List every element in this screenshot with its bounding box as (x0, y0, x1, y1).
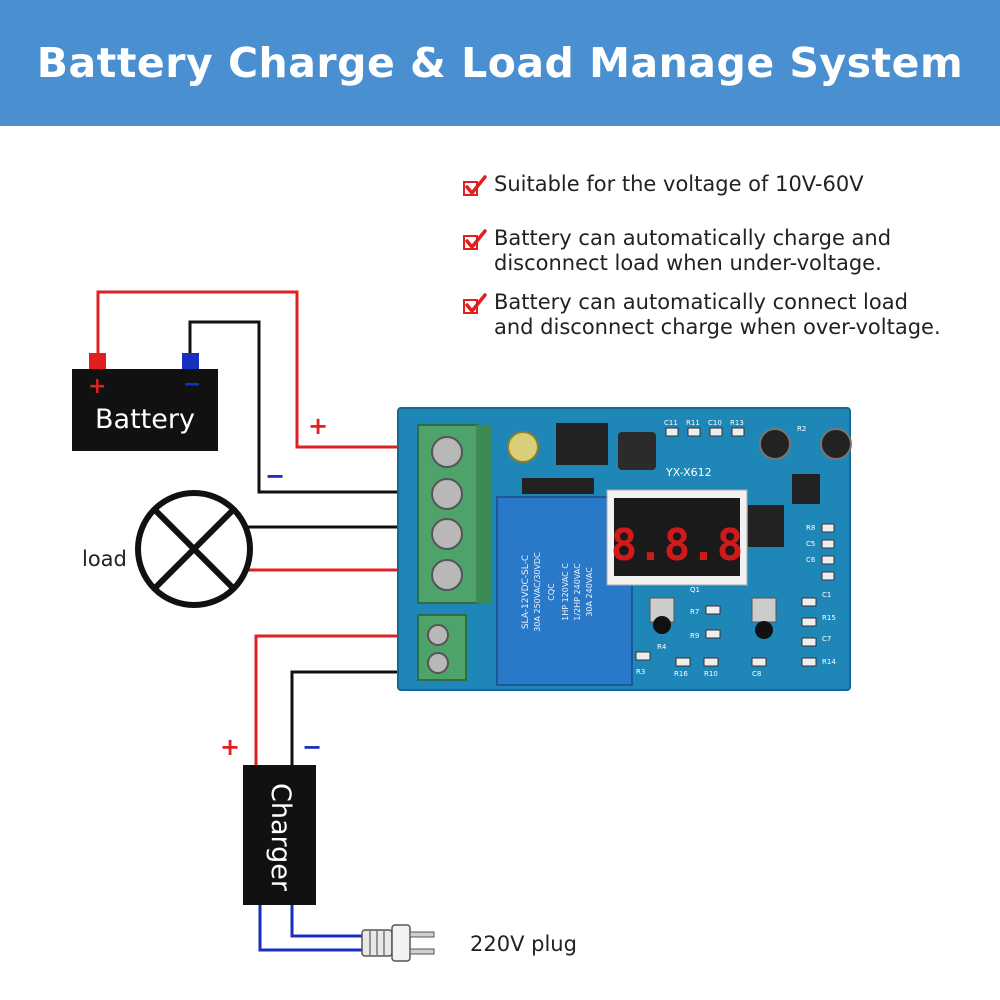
component-label: C10 (708, 419, 722, 427)
charger-negative-wire (290, 670, 402, 765)
component-label: R10 (704, 670, 718, 678)
battery-negative-terminal (182, 353, 199, 369)
relay-label: CQC (547, 583, 556, 601)
component-label: R16 (674, 670, 688, 678)
plug-wire-2 (290, 903, 362, 938)
battery (72, 353, 218, 451)
component-label: Q1 (690, 586, 700, 594)
feature-text: and disconnect charge when over-voltage. (494, 315, 941, 339)
component-label: R9 (690, 632, 699, 640)
component-label: R8 (806, 524, 815, 532)
battery-positive-wire (96, 290, 402, 449)
feature-text: disconnect load when under-voltage. (494, 251, 882, 275)
load-label: load (82, 547, 127, 571)
charger-minus-sign: − (302, 733, 323, 761)
component-label: C6 (806, 556, 816, 564)
relay-label: 30A 250VAC/30VDC (533, 552, 542, 632)
checkbox-checked-icon (463, 293, 487, 314)
battery-minus-sign: − (183, 372, 202, 397)
control-board (397, 407, 852, 691)
relay-label-group: SLA-12VDC-SL-C 30A 250VAC/30VDC CQC 1HP … (521, 552, 594, 632)
plug-wire-1 (258, 903, 362, 952)
plug-label: 220V plug (470, 932, 577, 956)
charger-label: Charger (265, 783, 296, 891)
component-label: R4 (657, 643, 667, 651)
component-label: R11 (686, 419, 700, 427)
battery-label: Battery (95, 404, 195, 435)
checkbox-checked-icon (463, 175, 487, 196)
charger-plus-sign: + (220, 733, 241, 761)
load-lamp-icon (135, 490, 253, 608)
component-label: R2 (797, 425, 806, 433)
battery-negative-wire (188, 320, 402, 494)
feature-item: Battery can automatically charge and dis… (462, 226, 891, 276)
relay-label: SLA-12VDC-SL-C (521, 555, 531, 629)
battery-plus-sign: + (88, 374, 107, 399)
component-label: C8 (752, 670, 761, 678)
board-model-label: YX-X612 (665, 466, 712, 479)
charger-body (243, 765, 316, 905)
battery-wire-minus-sign: − (265, 462, 286, 490)
battery-positive-terminal (89, 353, 106, 369)
battery-wire-plus-sign: + (308, 412, 329, 440)
plug-icon (361, 924, 435, 962)
checkbox-checked-icon (463, 229, 487, 250)
component-label: C7 (822, 635, 831, 643)
component-label: R15 (822, 614, 836, 622)
component-label: C5 (806, 540, 815, 548)
relay-label: 30A 240VAC (585, 567, 594, 617)
page-title: Battery Charge & Load Manage System (36, 39, 964, 87)
title-banner: Battery Charge & Load Manage System (0, 0, 1000, 126)
seven-segment-readout: 8.8.8 (611, 520, 743, 571)
component-label: C1 (822, 591, 831, 599)
feature-item: Suitable for the voltage of 10V-60V (462, 172, 864, 198)
feature-item: Battery can automatically connect load a… (462, 290, 941, 340)
feature-text: Suitable for the voltage of 10V-60V (494, 172, 864, 196)
charger-positive-wire (254, 634, 402, 765)
button-right-icon (751, 597, 777, 623)
relay-label: 1HP 120VAC C (561, 563, 570, 621)
component-labels: C11 R11 C10 R13 R2 R8 C5 C6 C1 R15 C7 R1… (636, 419, 836, 678)
component-label: C11 (664, 419, 678, 427)
battery-body (72, 369, 218, 451)
component-label: R7 (690, 608, 699, 616)
feature-text: Battery can automatically connect load (494, 290, 908, 314)
feature-text: Battery can automatically charge and (494, 226, 892, 250)
relay-label: 1/2HP 240VAC (573, 563, 582, 621)
component-label: R3 (636, 668, 645, 676)
component-label: R14 (822, 658, 836, 666)
component-label: R13 (730, 419, 744, 427)
